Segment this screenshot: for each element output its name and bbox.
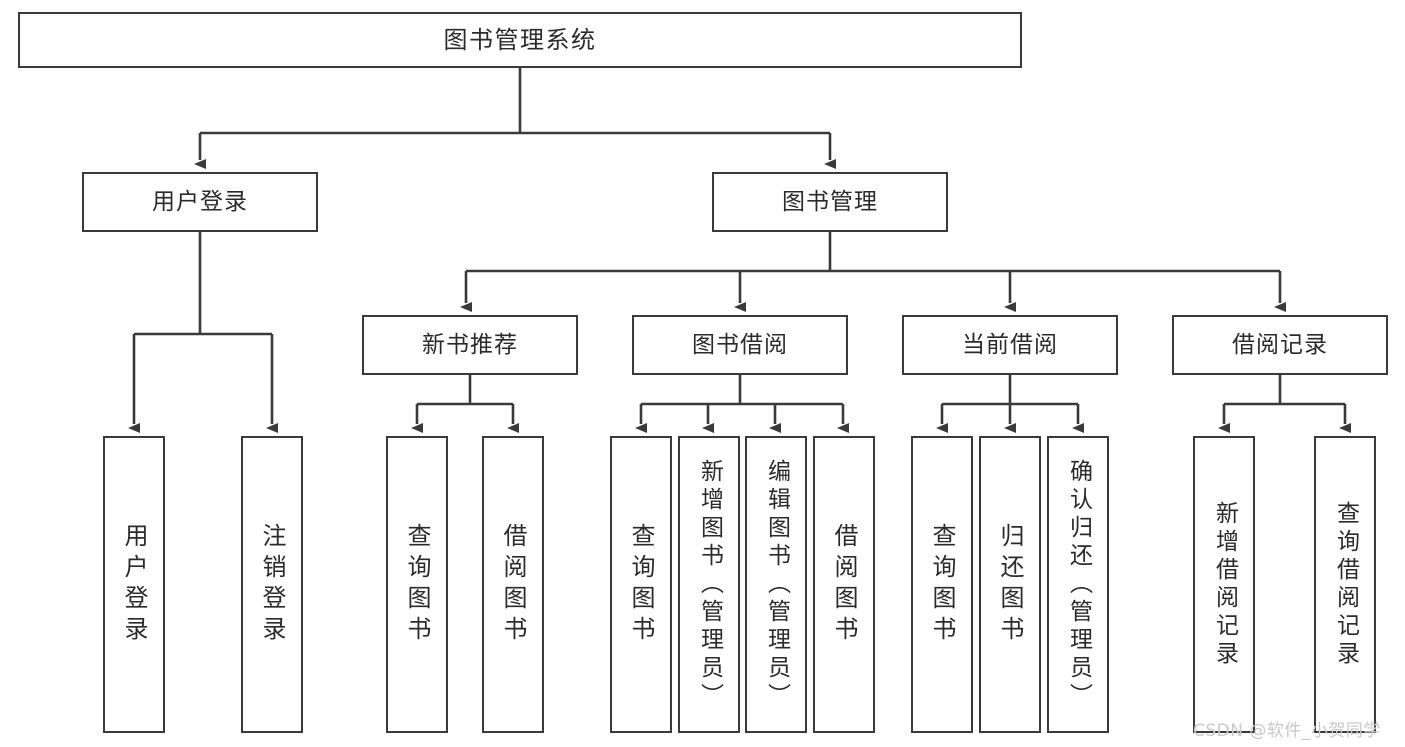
node-label: 借阅图书 — [830, 522, 858, 647]
leaf-logout[interactable]: 注销登录 — [241, 436, 303, 733]
node-user-login[interactable]: 用户登录 — [82, 172, 318, 232]
leaf-borrow-book[interactable]: 借阅图书 — [813, 436, 875, 733]
node-label: 借阅图书 — [499, 522, 527, 647]
node-borrow-record[interactable]: 借阅记录 — [1172, 315, 1388, 375]
node-label: 归还图书 — [996, 522, 1024, 647]
node-label: 新增图书（管理员） — [696, 458, 723, 711]
node-label: 新书推荐 — [422, 331, 518, 358]
leaf-add-book-admin[interactable]: 新增图书（管理员） — [678, 436, 740, 733]
leaf-query-borrow-record[interactable]: 查询借阅记录 — [1314, 436, 1376, 733]
leaf-confirm-return-admin[interactable]: 确认归还（管理员） — [1047, 436, 1109, 733]
node-label: 当前借阅 — [962, 331, 1058, 358]
node-label: 用户登录 — [120, 522, 148, 647]
node-root-book-management-system[interactable]: 图书管理系统 — [18, 12, 1022, 68]
leaf-query-book-current[interactable]: 查询图书 — [911, 436, 973, 733]
node-label: 注销登录 — [258, 522, 286, 647]
leaf-user-login[interactable]: 用户登录 — [103, 436, 165, 733]
node-book-borrow[interactable]: 图书借阅 — [632, 315, 848, 375]
node-label: 查询图书 — [403, 522, 431, 647]
node-label: 借阅记录 — [1232, 331, 1328, 358]
node-label: 查询借阅记录 — [1332, 500, 1359, 669]
leaf-return-book[interactable]: 归还图书 — [979, 436, 1041, 733]
watermark-credit: CSDN @软件_小贺同学 — [1193, 721, 1381, 741]
node-label: 图书管理系统 — [443, 26, 597, 54]
node-new-book-recommend[interactable]: 新书推荐 — [362, 315, 578, 375]
node-label: 查询图书 — [627, 522, 655, 647]
node-label: 确认归还（管理员） — [1065, 458, 1092, 711]
node-label: 查询图书 — [928, 522, 956, 647]
leaf-query-book-recommend[interactable]: 查询图书 — [386, 436, 448, 733]
node-label: 用户登录 — [152, 188, 248, 215]
leaf-query-book-borrow[interactable]: 查询图书 — [610, 436, 672, 733]
leaf-borrow-book-recommend[interactable]: 借阅图书 — [482, 436, 544, 733]
node-label: 编辑图书（管理员） — [763, 458, 790, 711]
leaf-add-borrow-record[interactable]: 新增借阅记录 — [1193, 436, 1255, 733]
node-label: 新增借阅记录 — [1211, 500, 1238, 669]
node-current-borrow[interactable]: 当前借阅 — [902, 315, 1118, 375]
node-label: 图书管理 — [782, 188, 878, 215]
node-label: 图书借阅 — [692, 331, 788, 358]
leaf-edit-book-admin[interactable]: 编辑图书（管理员） — [745, 436, 807, 733]
node-book-management[interactable]: 图书管理 — [712, 172, 948, 232]
